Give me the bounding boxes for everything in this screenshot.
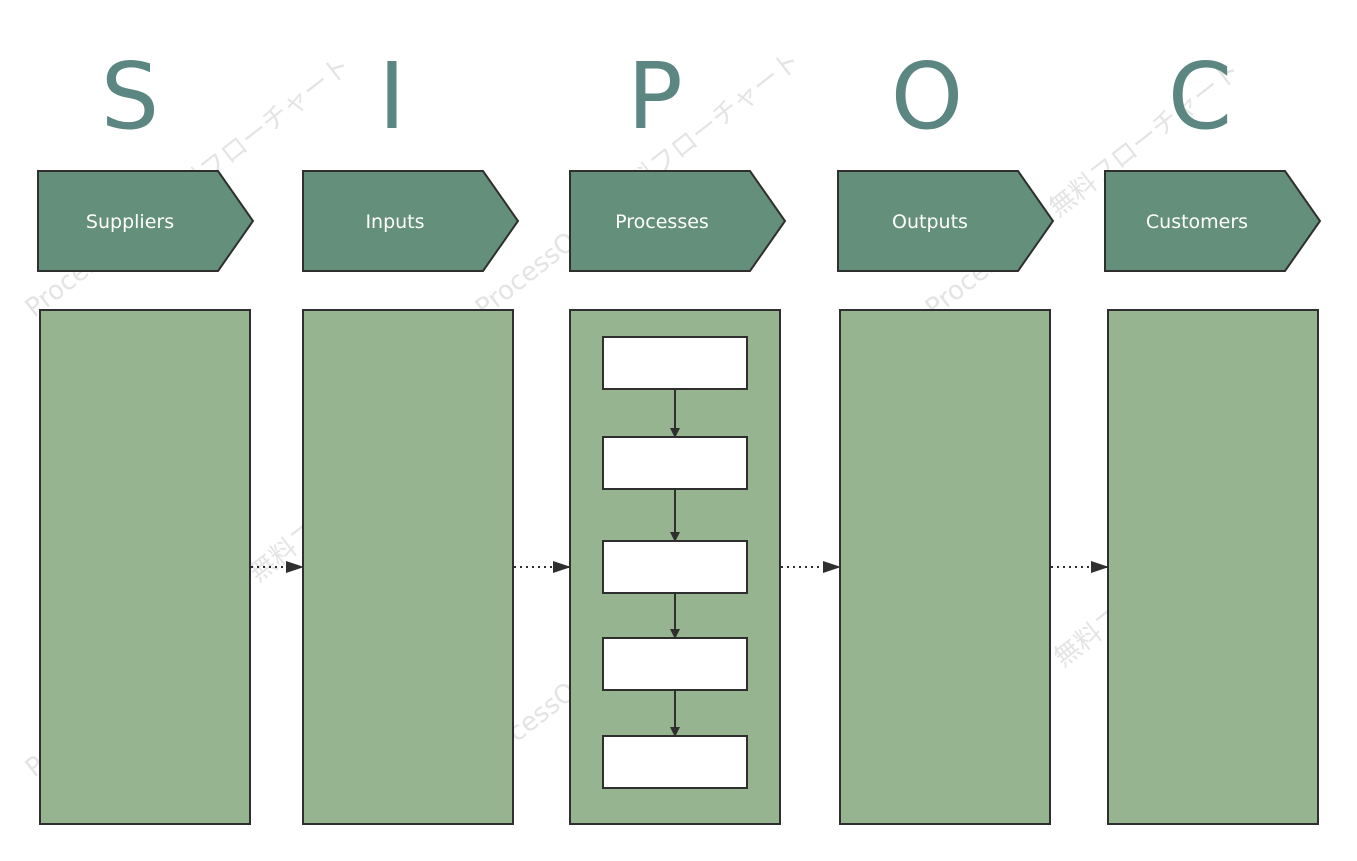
column-header-chevron xyxy=(837,170,1055,272)
column-header-label: Inputs xyxy=(365,211,424,233)
process-step-box[interactable] xyxy=(602,540,748,594)
column-header-chevron xyxy=(569,170,787,272)
column-header-label: Customers xyxy=(1146,211,1248,233)
column-panel[interactable] xyxy=(839,309,1051,825)
column-header-chevron xyxy=(37,170,255,272)
column-header-label: Outputs xyxy=(892,211,968,233)
column-panel[interactable] xyxy=(39,309,251,825)
column-letter: I xyxy=(378,43,405,150)
process-step-box[interactable] xyxy=(602,735,748,789)
column-letter: S xyxy=(101,43,159,150)
column-header-label: Processes xyxy=(615,211,709,233)
column-panel[interactable] xyxy=(302,309,514,825)
column-panel[interactable] xyxy=(1107,309,1319,825)
column-header-label: Suppliers xyxy=(86,211,174,233)
process-step-box[interactable] xyxy=(602,637,748,691)
column-letter: C xyxy=(1168,43,1232,150)
process-step-box[interactable] xyxy=(602,336,748,390)
process-step-box[interactable] xyxy=(602,436,748,490)
column-header-chevron xyxy=(302,170,520,272)
column-header-chevron xyxy=(1104,170,1322,272)
column-letter: P xyxy=(627,43,682,150)
column-letter: O xyxy=(891,43,963,150)
